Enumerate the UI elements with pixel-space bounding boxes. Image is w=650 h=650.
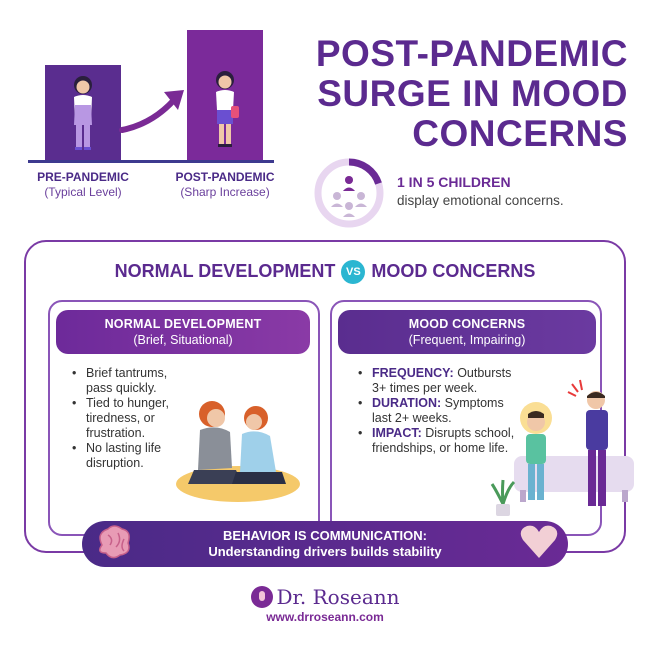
stat-text: display emotional concerns. [397,193,564,208]
brand: Dr. Roseann [0,585,650,609]
behavior-banner: BEHAVIOR IS COMMUNICATION: Understanding… [82,521,568,567]
banner-line-1: BEHAVIOR IS COMMUNICATION: [223,528,427,543]
mood-card-subtitle: (Frequent, Impairing) [408,333,526,347]
point-text: Symptoms last 2+ weeks. [372,396,504,425]
normal-card-subtitle: (Brief, Situational) [133,333,233,347]
normal-card-header: NORMAL DEVELOPMENT (Brief, Situational) [56,310,310,354]
list-item: FREQUENCY: Outbursts 3+ times per week. [356,366,516,396]
pre-pandemic-label: PRE-PANDEMIC (Typical Level) [20,170,146,200]
brand-name: Dr. Roseann [276,585,400,609]
girl-figure-icon [74,76,92,150]
list-item: No lasting life disruption. [70,441,182,471]
plant-icon [490,479,516,516]
pre-pandemic-title: PRE-PANDEMIC [37,170,129,184]
banner-line-2: Understanding drivers builds stability [208,544,442,559]
point-label: DURATION: [372,396,442,410]
normal-points: Brief tantrums, pass quickly. Tied to hu… [70,366,182,471]
comparison-left-title: NORMAL DEVELOPMENT [114,260,336,281]
bar-post-pandemic [187,30,263,160]
dr-roseann-logo-icon [250,586,273,608]
point-text: Outbursts 3+ times per week. [372,366,512,395]
list-item: DURATION: Symptoms last 2+ weeks. [356,396,516,426]
parents-comforting-icon [176,401,300,502]
post-pandemic-label: POST-PANDEMIC (Sharp Increase) [160,170,290,200]
normal-card-title: NORMAL DEVELOPMENT [104,317,262,331]
point-label: IMPACT: [372,426,422,440]
comparison-right-title: MOOD CONCERNS [371,260,536,281]
point-text: Disrupts school, friendships, or home li… [372,426,515,455]
brain-icon [99,525,130,559]
post-pandemic-title: POST-PANDEMIC [175,170,275,184]
girl-figure-icon [216,71,239,147]
shouting-child-icon [514,379,634,506]
list-item: IMPACT: Disrupts school, friendships, or… [356,426,516,456]
upward-arrow-icon [119,90,184,133]
page-title: POST-PANDEMIC SURGE IN MOOD CONCERNS [315,33,628,154]
heart-icon [520,525,558,558]
mood-card-header: MOOD CONCERNS (Frequent, Impairing) [338,310,596,354]
children-circle-icon [314,158,384,228]
brand-url[interactable]: www.drroseann.com [266,610,384,624]
list-item: Brief tantrums, pass quickly. [70,366,182,396]
vs-badge: VS [341,260,366,284]
chart-baseline [28,160,274,163]
post-pandemic-note: (Sharp Increase) [180,185,270,199]
pre-pandemic-note: (Typical Level) [44,185,122,199]
point-label: FREQUENCY: [372,366,454,380]
stat-highlight: 1 IN 5 CHILDREN [397,174,511,190]
mood-card-title: MOOD CONCERNS [408,317,526,331]
bar-pre-pandemic [45,65,121,160]
list-item: Tied to hunger, tiredness, or frustratio… [70,396,182,441]
mood-points: FREQUENCY: Outbursts 3+ times per week. … [356,366,516,456]
